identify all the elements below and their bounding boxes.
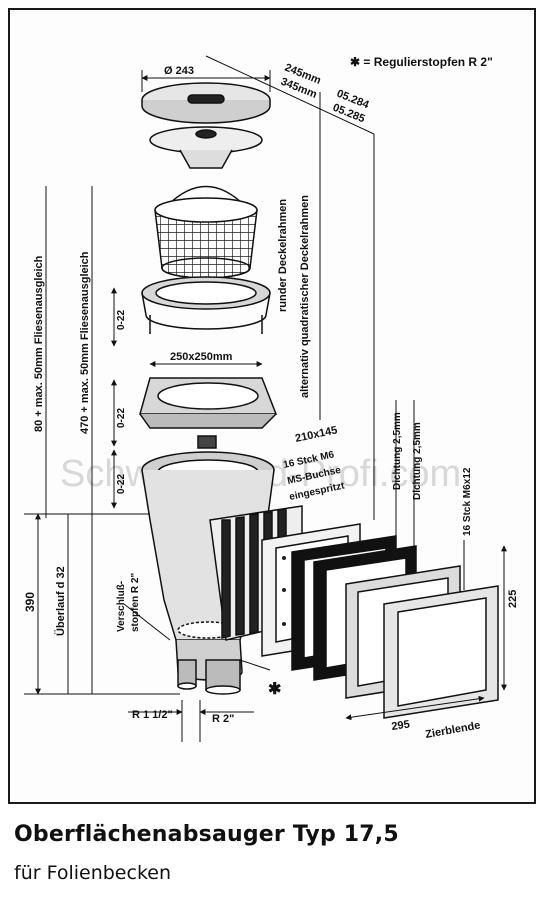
exploded-parts xyxy=(139,82,499,719)
label-ueberlauf: Überlauf d 32 xyxy=(54,566,67,636)
round-cover-frame xyxy=(141,276,271,334)
adapter-cone xyxy=(149,126,263,169)
label-adjust-2: 0-22 xyxy=(116,408,127,428)
label-r-1-1-2: R 1 1/2" xyxy=(132,709,173,721)
label-alternativ-quadratisch: alternativ quadratischer Deckelrahmen xyxy=(299,195,311,398)
label-dichtung-2: Dichtung 2,5mm xyxy=(412,422,423,500)
label-verschluss-1: Verschluß- xyxy=(116,581,127,632)
lid xyxy=(141,82,271,124)
label-250x250: 250x250mm xyxy=(170,351,233,363)
dimension-lines xyxy=(24,55,507,742)
label-runder-deckelrahmen: runder Deckelrahmen xyxy=(277,199,289,312)
label-210x145: 210x145 xyxy=(294,424,338,445)
label-adjust-3: 0-22 xyxy=(116,474,127,494)
label-80-fliesenausgleich: 80 + max. 50mm Fliesenausgleich xyxy=(33,255,45,432)
label-470-fliesenausgleich: 470 + max. 50mm Fliesenausgleich xyxy=(79,251,91,434)
caption-title: Oberflächenabsauger Typ 17,5 xyxy=(14,822,399,847)
star-marker: ✱ xyxy=(268,681,281,698)
technical-drawing: Schwimmbad-Profi.com ✱ = Regulierstopfen… xyxy=(23,55,519,742)
caption-subtitle: für Folienbecken xyxy=(14,862,172,884)
label-r-2: R 2" xyxy=(212,713,234,725)
label-225: 225 xyxy=(507,590,519,608)
legend-note: ✱ = Regulierstopfen R 2" xyxy=(350,55,493,69)
strainer-basket xyxy=(154,185,258,279)
label-diameter: Ø 243 xyxy=(164,65,194,77)
label-16-stck-m6x12: 16 Stck M6x12 xyxy=(462,467,473,536)
label-adjust-1: 0-22 xyxy=(116,310,127,330)
zierblende xyxy=(383,585,499,719)
label-295: 295 xyxy=(391,719,411,733)
square-cover-frame xyxy=(139,377,278,449)
label-390: 390 xyxy=(23,592,37,612)
label-dichtung-1: Dichtung 2,5mm xyxy=(392,412,403,490)
label-verschluss-2: stopfen R 2" xyxy=(130,573,141,632)
label-zierblende: Zierblende xyxy=(424,719,481,740)
